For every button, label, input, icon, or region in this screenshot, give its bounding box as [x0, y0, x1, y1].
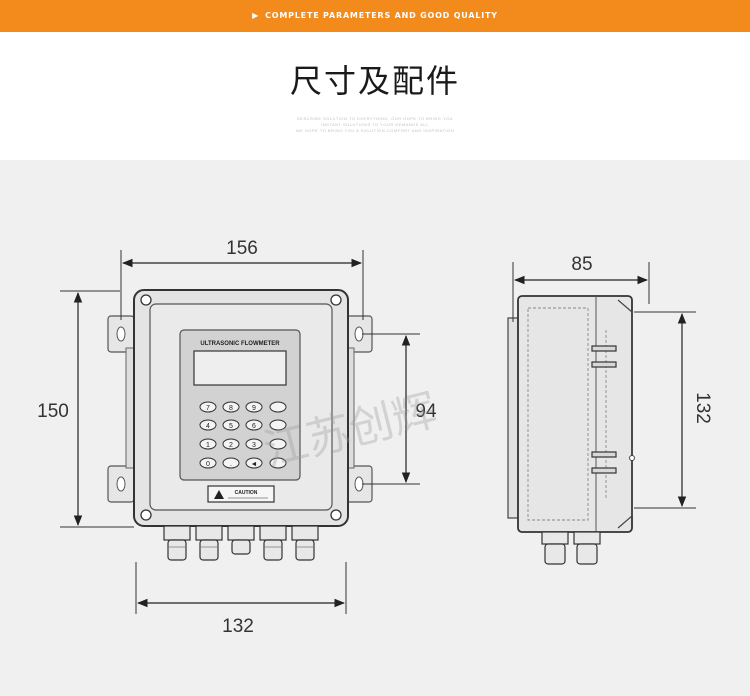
cable-gland	[163, 525, 319, 561]
dim-height-left: 150	[37, 401, 69, 422]
dim-width-bottom: 132	[222, 616, 254, 637]
subtitle-block: DESCRIBE SOLUTION TO EVERYTHING, OUR HOP…	[0, 116, 750, 134]
page-title: 尺寸及配件	[289, 62, 460, 100]
key-label: ◄	[251, 461, 258, 468]
mounting-hole	[116, 326, 364, 492]
side-view: 85 132	[507, 254, 713, 565]
key-label: 4	[206, 423, 210, 430]
screw-icon	[140, 294, 342, 521]
key-label: 5	[229, 423, 233, 430]
key-label: 6	[252, 423, 256, 430]
top-banner	[0, 0, 750, 32]
side-body	[517, 295, 633, 533]
lcd-display	[193, 350, 287, 386]
subtitle-line: INSTANT SOLUTIONS TO YOUR DEMANDS ALL	[321, 122, 429, 127]
subtitle-line: DESCRIBE SOLUTION TO EVERYTHING, OUR HOP…	[296, 116, 454, 121]
triangle-icon: ▶	[252, 11, 260, 20]
dim-width-top: 156	[226, 238, 258, 259]
latch	[591, 345, 617, 474]
dim-height-right: 132	[692, 392, 713, 424]
keypad: 7 8 9 4 5 6 1 2 3 0 . ◄	[199, 401, 287, 469]
key-label: .	[230, 461, 232, 468]
device-label: ULTRASONIC FLOWMETER	[200, 341, 280, 347]
subtitle-line: WE HOPE TO BRING YOU A SOLUTION COMFORT …	[295, 128, 455, 133]
key-label: 8	[229, 405, 233, 412]
cable-gland	[541, 531, 601, 565]
key-label: 2	[229, 442, 233, 449]
key-label: 0	[206, 461, 210, 468]
key-label: 9	[252, 405, 256, 412]
key-label: 7	[206, 405, 210, 412]
caution-label: CAUTION	[235, 490, 258, 496]
key-label: 3	[252, 442, 256, 449]
banner-text: ▶ COMPLETE PARAMETERS AND GOOD QUALITY	[0, 0, 750, 32]
key-label: 1	[206, 442, 210, 449]
banner-label: COMPLETE PARAMETERS AND GOOD QUALITY	[265, 11, 498, 20]
dim-mount-height: 94	[415, 401, 437, 422]
warning-triangle-icon	[214, 490, 224, 499]
dim-depth: 85	[571, 254, 592, 275]
front-view: ULTRASONIC FLOWMETER 7 8 9 4 5 6 1 2 3 0…	[37, 238, 437, 637]
